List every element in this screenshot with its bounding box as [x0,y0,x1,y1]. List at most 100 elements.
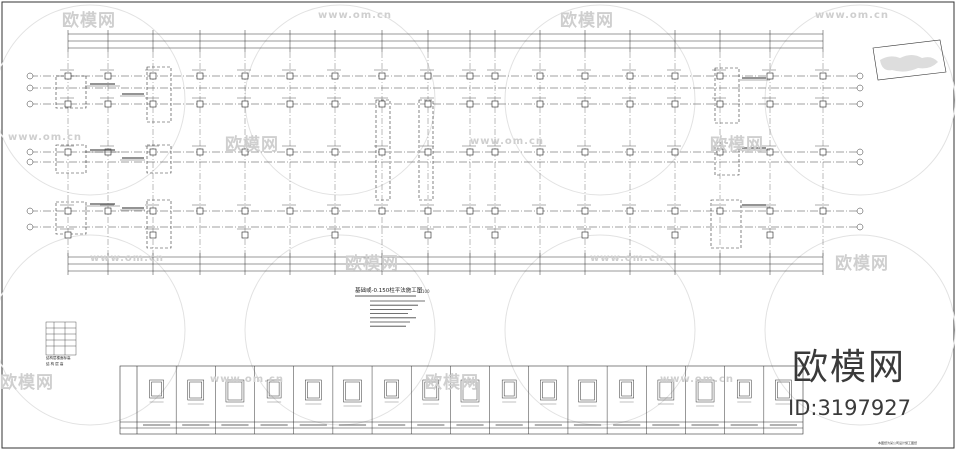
column-marker [491,100,499,108]
column-section-inner [227,381,243,401]
column-marker [286,100,294,108]
grid-bubble [26,207,34,215]
column-section-inner [386,381,397,397]
column-schedule-table [119,365,804,435]
column-marker [196,148,204,156]
column-marker [149,148,157,156]
column-section [736,379,752,399]
plan-scale: 1:100 [418,289,430,294]
column-section [540,379,557,401]
column-section [225,379,245,403]
column-marker [64,231,72,239]
column-section-inner [580,381,595,401]
column-marker [196,72,204,80]
column-marker [536,148,544,156]
grid-bubbles [26,72,864,231]
grid-bubble [26,72,34,80]
grid-bubble [26,148,34,156]
detail-boxes [55,66,742,249]
column-marker [241,148,249,156]
column-marker [149,100,157,108]
column-marker [378,100,386,108]
column-markers [60,69,829,239]
column-section-inner [462,381,478,401]
grid-bubble [856,72,864,80]
column-marker [626,148,634,156]
column-section-inner [659,381,673,399]
column-marker [536,207,544,215]
column-section-inner [307,381,320,399]
grid-bubble [856,100,864,108]
column-marker [491,72,499,80]
column-section [343,379,362,403]
column-section-inner [738,381,750,397]
column-marker [196,100,204,108]
column-marker [149,231,157,239]
column-marker [671,100,679,108]
column-marker [241,100,249,108]
grid-bubble [26,100,34,108]
column-section-inner [424,381,438,399]
column-marker [819,100,827,108]
column-marker [491,231,499,239]
column-marker [331,148,339,156]
column-marker [104,100,112,108]
column-marker [671,72,679,80]
column-marker [716,72,724,80]
column-marker [766,231,774,239]
column-marker [241,231,249,239]
column-section [619,379,634,399]
column-marker [64,207,72,215]
column-marker [581,231,589,239]
column-marker [671,231,679,239]
column-section [422,379,440,401]
column-marker [466,148,474,156]
column-section-inner [542,381,555,399]
revision-stamp [872,39,947,81]
grid-bubble [26,158,34,166]
column-marker [536,72,544,80]
column-marker [766,100,774,108]
column-marker [424,231,432,239]
column-marker [716,100,724,108]
column-marker [241,72,249,80]
column-marker [424,207,432,215]
annotation-text-lines [90,77,766,209]
column-marker [671,207,679,215]
column-marker [104,72,112,80]
column-section-inner [268,381,280,397]
column-marker [64,72,72,80]
column-marker [196,207,204,215]
column-section-inner [697,381,713,401]
column-section [149,379,164,399]
brand-id: ID:3197927 [788,396,911,420]
schedule-sections [143,366,797,434]
column-marker [149,207,157,215]
column-marker [286,207,294,215]
plan-title: 基础或-0.150柱平法施工图 [355,288,423,294]
top-dimension-ticks [67,30,824,52]
column-marker [331,72,339,80]
column-marker [536,100,544,108]
column-marker [424,100,432,108]
column-marker [581,100,589,108]
column-marker [466,72,474,80]
column-section-inner [151,381,162,397]
column-section [460,379,480,403]
column-section-inner [503,381,515,397]
grid-bubble [26,84,34,92]
grid-bubble [856,207,864,215]
column-marker [424,72,432,80]
column-marker [466,100,474,108]
column-section-inner [345,381,360,401]
column-marker [331,231,339,239]
column-marker [286,148,294,156]
column-marker [626,207,634,215]
column-section [775,379,792,401]
column-marker [64,100,72,108]
column-marker [424,148,432,156]
top-dimension-lines [68,33,823,49]
column-marker [331,207,339,215]
column-section [266,379,282,399]
